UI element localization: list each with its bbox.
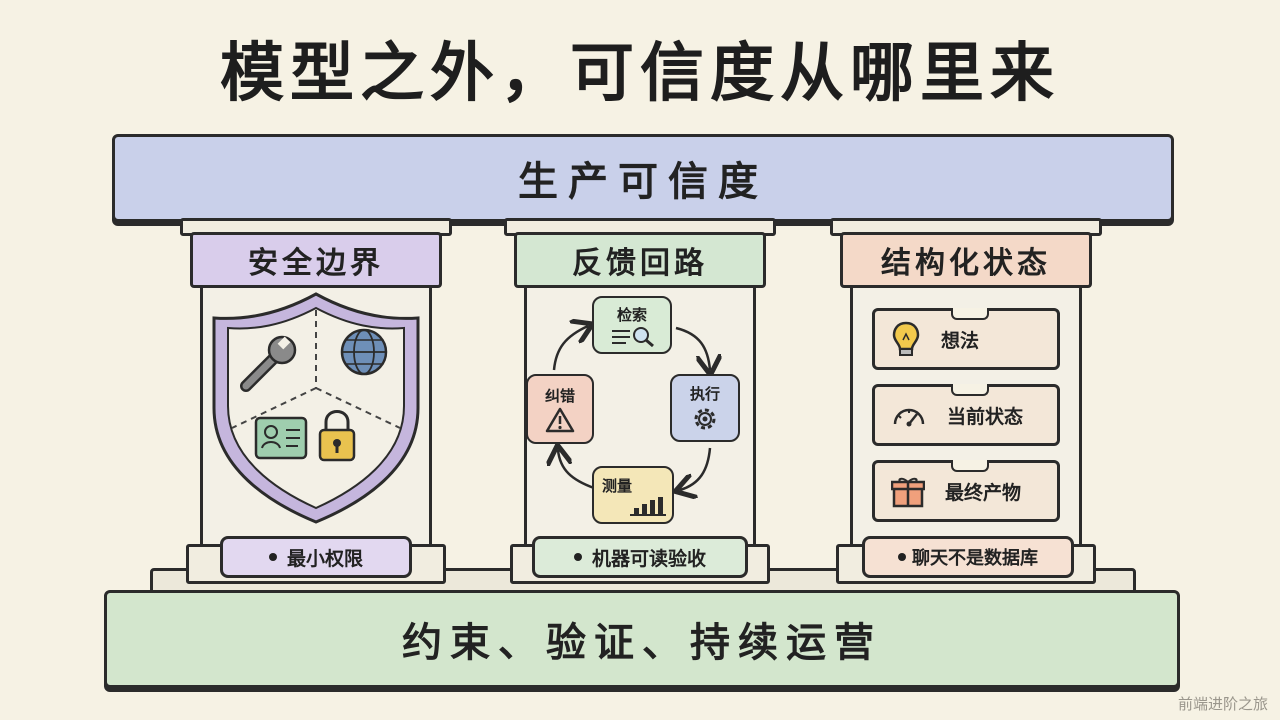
- padlock-icon: [318, 410, 356, 462]
- shield-icon: [212, 292, 420, 524]
- loop-node-measure-label: 测量: [602, 476, 633, 495]
- gauge-icon: [893, 408, 925, 427]
- bullet-dot: [898, 553, 906, 561]
- drawer-current-state-label: 当前状态: [947, 405, 1024, 428]
- pillar-state-footer: 聊天不是数据库: [862, 536, 1074, 578]
- loop-node-measure: 测量: [592, 466, 674, 524]
- base-label: 约束、验证、持续运营: [402, 620, 882, 666]
- drawer-handle: [951, 384, 989, 396]
- foundation-base: 约束、验证、持续运营: [104, 590, 1180, 688]
- gear-icon: [694, 408, 716, 429]
- pillar-security: 安全边界: [180, 218, 452, 584]
- loop-node-correct: 纠错: [526, 374, 594, 444]
- search-icon: [612, 326, 654, 347]
- pillar-feedback-footer-label: 机器可读验收: [591, 547, 706, 570]
- loop-node-correct-label: 纠错: [544, 386, 575, 405]
- pillar-state-footer-label: 聊天不是数据库: [912, 548, 1038, 569]
- drawer-final-artifact-label: 最终产物: [945, 481, 1022, 504]
- pillar-state: 结构化状态 想法 当前状态 最终产物 聊天不是数据库: [830, 218, 1102, 584]
- drawer-handle: [951, 308, 989, 320]
- wrench-icon: [240, 335, 297, 392]
- pillar-feedback: 反馈回路 检索 执行 测量: [504, 218, 776, 584]
- pillar-feedback-footer: 机器可读验收: [532, 536, 748, 578]
- loop-node-execute: 执行: [670, 374, 740, 442]
- drawer-handle: [951, 460, 989, 472]
- pillar-security-footer-label: 最小权限: [286, 547, 363, 570]
- loop-node-retrieve-label: 检索: [616, 305, 647, 324]
- pillar-security-footer: 最小权限: [220, 536, 412, 578]
- pillar-state-header: 结构化状态: [840, 232, 1092, 288]
- loop-node-retrieve: 检索: [592, 296, 672, 354]
- drawer-ideas-label: 想法: [941, 329, 980, 352]
- pillar-security-header: 安全边界: [190, 232, 442, 288]
- loop-arrows: [504, 218, 776, 538]
- warning-icon: [545, 407, 575, 432]
- page-title: 模型之外，可信度从哪里来: [220, 37, 1060, 111]
- drawer-ideas: 想法: [872, 308, 1060, 370]
- beam-production-trust: 生产可信度: [112, 134, 1174, 222]
- drawer-final-artifact: 最终产物: [872, 460, 1060, 522]
- lightbulb-icon: [892, 321, 920, 356]
- bullet-dot: [268, 553, 277, 561]
- bullet-dot: [573, 553, 582, 561]
- id-card-icon: [254, 416, 308, 460]
- gift-icon: [891, 477, 925, 508]
- watermark: 前端进阶之旅: [1177, 695, 1268, 713]
- globe-icon: [340, 328, 388, 376]
- pillar-feedback-header: 反馈回路: [514, 232, 766, 288]
- beam-label: 生产可信度: [518, 159, 768, 205]
- bar-chart-icon: [630, 496, 666, 516]
- drawer-current-state: 当前状态: [872, 384, 1060, 446]
- loop-node-execute-label: 执行: [689, 384, 720, 403]
